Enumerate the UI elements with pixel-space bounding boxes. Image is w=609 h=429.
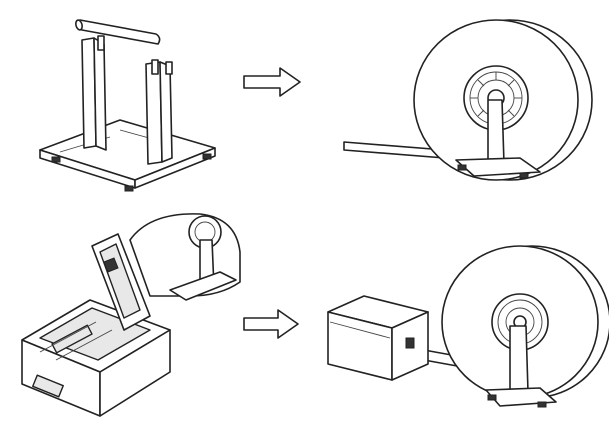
holder-foot <box>51 156 61 163</box>
holder-upright <box>509 325 529 393</box>
holder-left-upright-side <box>93 37 107 151</box>
upright-notch <box>97 35 105 51</box>
holder-base <box>455 157 541 177</box>
printer-side <box>99 329 171 417</box>
holder-upright <box>487 99 505 165</box>
holder-base <box>169 271 237 301</box>
arrow-right-icon <box>243 309 299 339</box>
holder-right-upright-side <box>159 61 173 163</box>
arrow-bottom <box>243 309 299 339</box>
upright-notch <box>165 61 173 75</box>
upright-notch <box>151 59 159 75</box>
holder-foot <box>124 185 134 192</box>
printer-paper-slot <box>405 337 415 349</box>
holder-base-edge-right <box>134 147 216 189</box>
holder-foot <box>202 153 212 160</box>
arrow-top <box>243 67 301 97</box>
step-mount-roll <box>343 19 593 181</box>
arrow-right-icon <box>243 67 301 97</box>
step-assemble-holder <box>39 19 216 192</box>
step-feed-paper-to-printer <box>327 245 609 408</box>
step-printer-with-roll <box>21 213 241 417</box>
printer-front-panel <box>32 374 64 398</box>
